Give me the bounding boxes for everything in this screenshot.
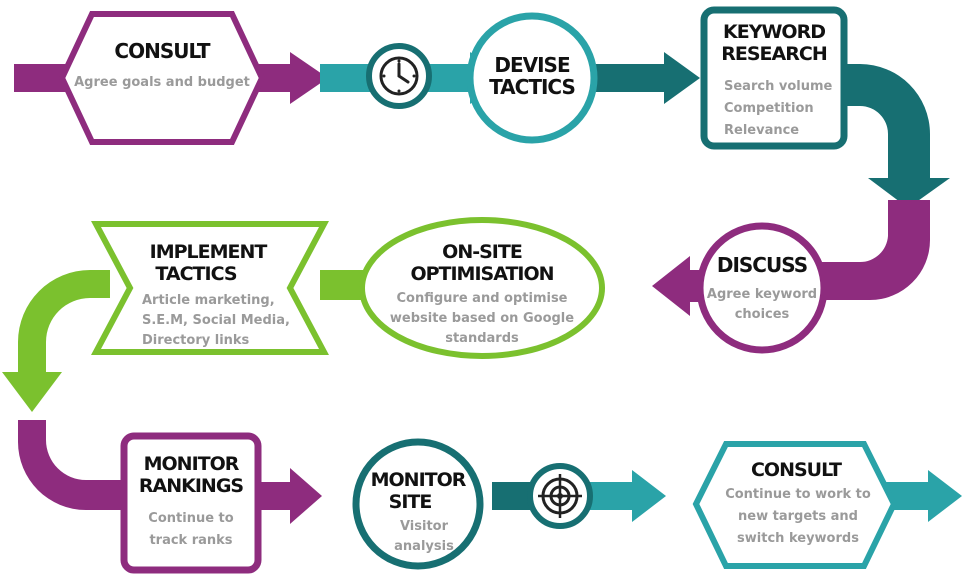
exit-arrow bbox=[880, 470, 962, 522]
connector-site-target bbox=[492, 482, 532, 510]
uturn-right-band-lower bbox=[800, 200, 930, 300]
row3-connectors bbox=[258, 468, 962, 524]
arrow-target-to-consult bbox=[588, 470, 666, 522]
step-onsite: ON-SITE OPTIMISATION Configure and optim… bbox=[359, 217, 605, 359]
discuss-title: DISCUSS bbox=[717, 253, 807, 277]
implement-line-0: Article marketing, bbox=[142, 293, 275, 308]
implement-line-1: S.E.M, Social Media, bbox=[142, 313, 290, 328]
rankings-title-0: MONITOR bbox=[144, 453, 240, 475]
arrow-rankings-to-site bbox=[258, 468, 322, 524]
onsite-title-0: ON-SITE bbox=[442, 241, 522, 263]
consult-2-line-0: Continue to work to bbox=[725, 487, 871, 502]
clock-node bbox=[366, 43, 432, 109]
site-title-0: MONITOR bbox=[371, 469, 467, 491]
devise-title-1: TACTICS bbox=[489, 75, 575, 99]
consult-1-line-0: Agree goals and budget bbox=[74, 75, 250, 90]
site-shape bbox=[352, 438, 484, 570]
rankings-shape bbox=[120, 432, 262, 574]
step-keyword: KEYWORD RESEARCH Search volume Competiti… bbox=[700, 6, 848, 150]
step-devise: DEVISE TACTICS bbox=[466, 12, 598, 144]
consult-1-shape bbox=[58, 11, 266, 145]
step-discuss: DISCUSS Agree keyword choices bbox=[696, 222, 828, 354]
consult-2-shape bbox=[692, 441, 898, 569]
uturn-left-band bbox=[2, 270, 110, 412]
consult-2-line-2: switch keywords bbox=[737, 531, 859, 546]
step-consult-1: CONSULT Agree goals and budget bbox=[58, 11, 266, 145]
implement-line-2: Directory links bbox=[142, 333, 250, 348]
onsite-line-1: website based on Google bbox=[390, 311, 574, 326]
implement-title-1: TACTICS bbox=[155, 263, 236, 285]
step-implement: IMPLEMENT TACTICS Article marketing, S.E… bbox=[91, 221, 329, 355]
site-line-1: analysis bbox=[394, 539, 454, 554]
keyword-line-0: Search volume bbox=[724, 79, 833, 94]
implement-shape bbox=[91, 221, 329, 355]
onsite-shape bbox=[359, 217, 605, 359]
keyword-line-1: Competition bbox=[724, 101, 814, 116]
devise-shape bbox=[466, 12, 598, 144]
consult-1-title: CONSULT bbox=[114, 39, 210, 63]
keyword-line-2: Relevance bbox=[724, 123, 799, 138]
implement-title-0: IMPLEMENT bbox=[150, 241, 268, 263]
target-icon bbox=[538, 474, 582, 518]
arrow-devise-to-keyword bbox=[588, 52, 700, 104]
rankings-title-1: RANKINGS bbox=[139, 475, 244, 497]
site-title-1: SITE bbox=[389, 491, 432, 513]
rankings-line-1: track ranks bbox=[149, 533, 232, 548]
onsite-title-1: OPTIMISATION bbox=[410, 263, 553, 285]
devise-title-0: DEVISE bbox=[494, 53, 570, 77]
step-consult-2: CONSULT Continue to work to new targets … bbox=[692, 441, 898, 569]
step-rankings: MONITOR RANKINGS Continue to track ranks bbox=[120, 432, 262, 574]
consult-2-line-1: new targets and bbox=[738, 509, 858, 524]
site-line-0: Visitor bbox=[400, 519, 449, 534]
keyword-title-1: RESEARCH bbox=[721, 43, 827, 65]
keyword-title-0: KEYWORD bbox=[723, 21, 825, 43]
target-node bbox=[527, 463, 593, 529]
onsite-line-2: standards bbox=[445, 331, 519, 346]
consult-2-title: CONSULT bbox=[751, 459, 842, 481]
discuss-line-0: Agree keyword bbox=[707, 287, 817, 302]
onsite-line-0: Configure and optimise bbox=[397, 291, 568, 306]
discuss-shape bbox=[696, 222, 828, 354]
step-site: MONITOR SITE Visitor analysis bbox=[352, 438, 484, 570]
keyword-shape bbox=[700, 6, 848, 150]
rankings-line-0: Continue to bbox=[148, 511, 233, 526]
uturn-left-band-lower bbox=[18, 420, 130, 510]
discuss-line-1: choices bbox=[735, 307, 790, 322]
clock-icon bbox=[379, 56, 419, 96]
